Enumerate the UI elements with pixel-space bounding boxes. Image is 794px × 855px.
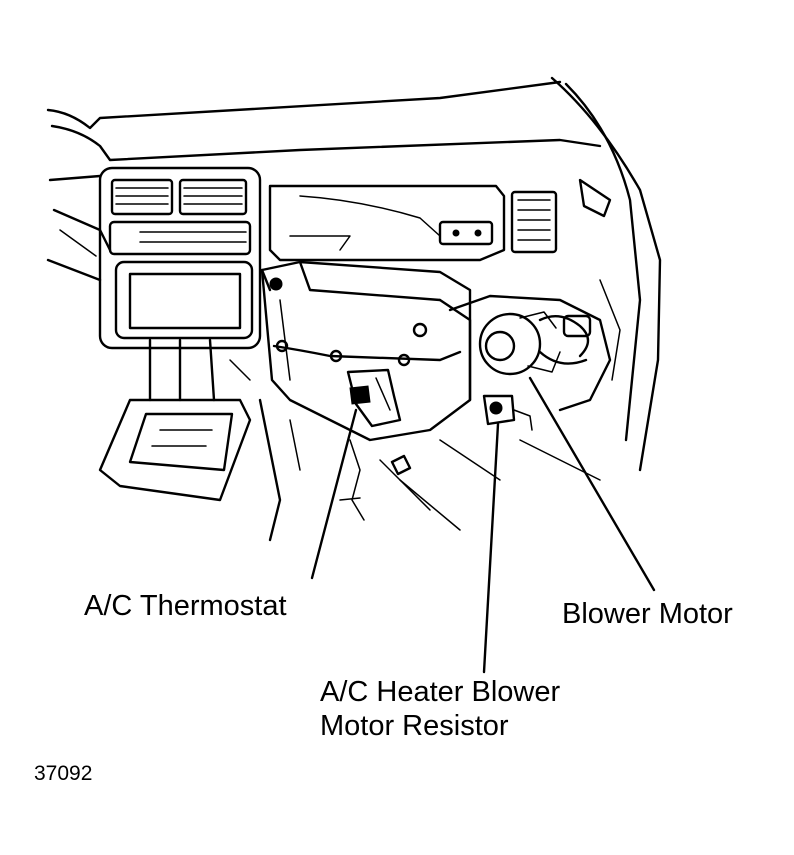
resistor-leader xyxy=(482,422,500,674)
thermostat-part xyxy=(346,368,402,428)
door-pillar xyxy=(550,76,662,472)
hvac-housing xyxy=(260,260,472,442)
label-resistor-line2: Motor Resistor xyxy=(320,710,509,742)
label-resistor-line1: A/C Heater Blower xyxy=(320,676,561,708)
thermostat-leader xyxy=(310,408,358,580)
vent-cluster-left xyxy=(98,166,262,350)
leader-lines xyxy=(310,376,656,674)
figure-number: 37092 xyxy=(34,762,93,785)
center-opening xyxy=(268,184,558,262)
dash-outline xyxy=(46,80,602,282)
blower-leader xyxy=(528,376,656,592)
blower-motor-part xyxy=(438,294,612,412)
label-ac-thermostat: A/C Thermostat xyxy=(84,590,287,622)
resistor-part xyxy=(482,394,533,431)
lower-dash xyxy=(98,338,301,542)
floor-lines xyxy=(339,439,601,531)
label-blower-motor: Blower Motor xyxy=(562,598,733,630)
